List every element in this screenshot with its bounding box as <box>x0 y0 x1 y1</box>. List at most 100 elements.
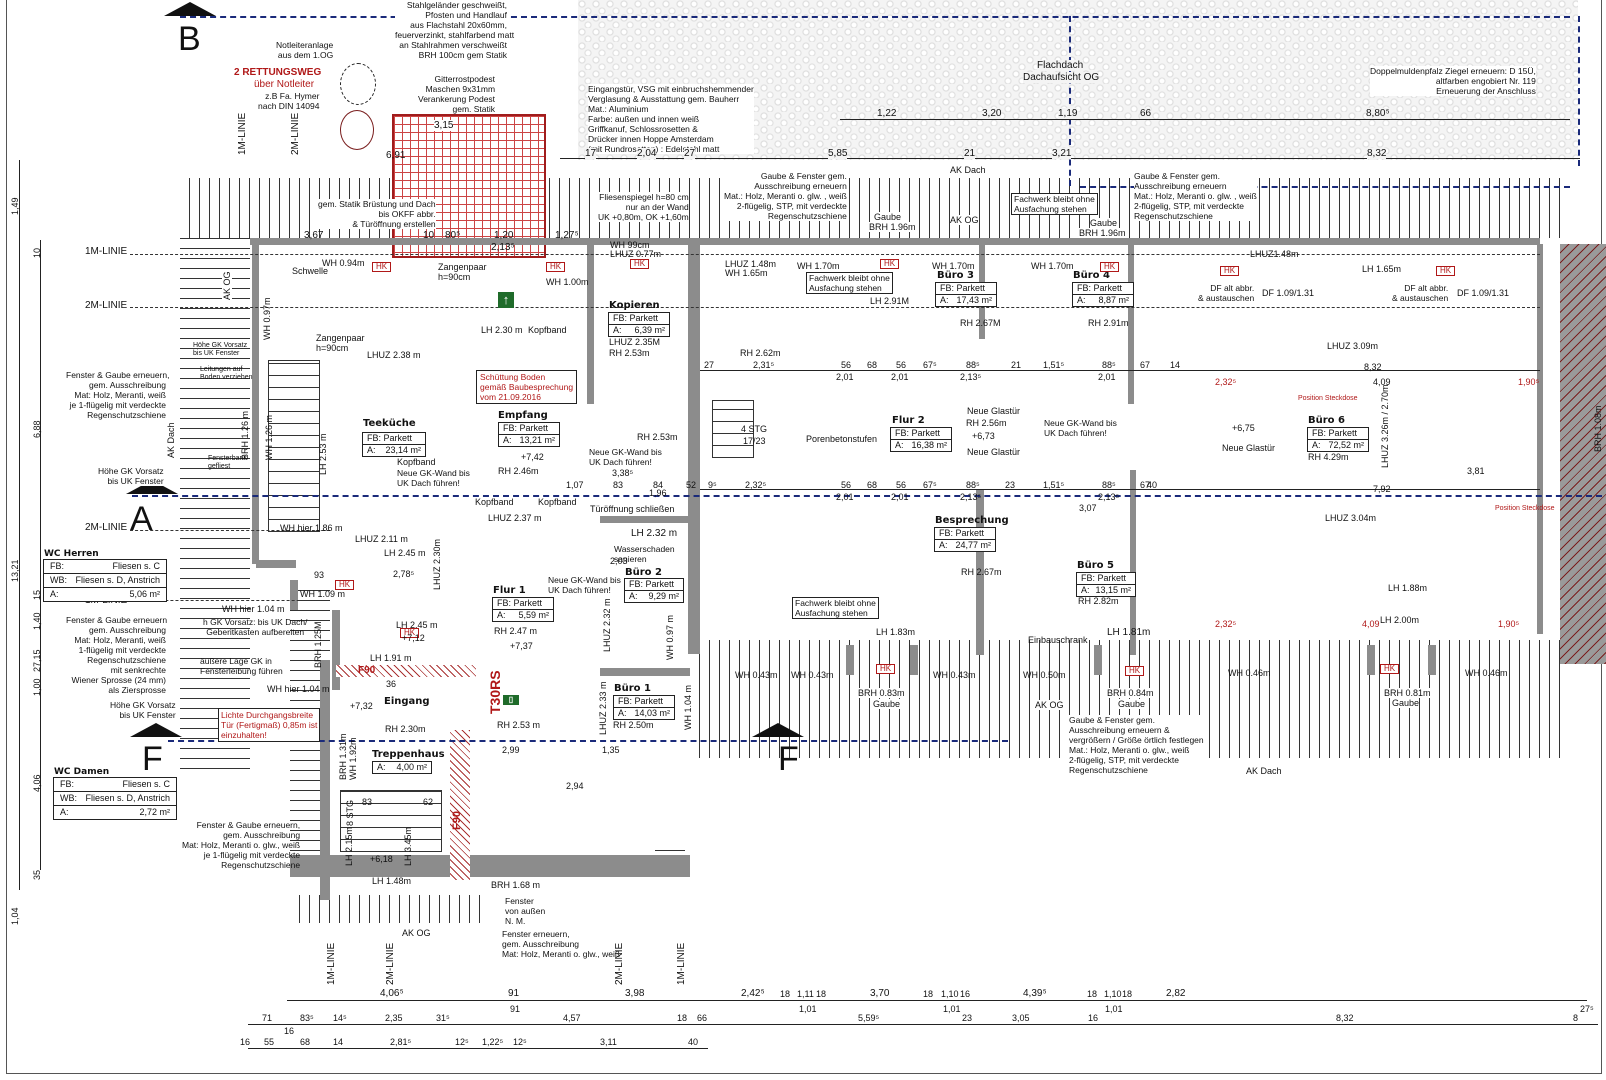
dim-flur-lower-2: 56 <box>841 480 852 490</box>
label-ak-og-bottom: AK OG <box>1035 700 1064 710</box>
dim-top1-3: 66 <box>1140 108 1152 119</box>
note-schuettung: Schüttung Boden gemäß Baubesprechung vom… <box>476 370 578 404</box>
label-wh-192: WH 1.92m <box>348 737 358 780</box>
dim-flur-upper-sub-2: 2,13⁵ <box>960 372 982 382</box>
dim-bottom3-4: 14 <box>333 1037 344 1047</box>
label-rh-246: RH 2.46m <box>498 466 539 476</box>
label-ak-og-left: AK OG <box>222 271 232 300</box>
dim-bottom1-7: 3,70 <box>870 988 890 999</box>
label-lh-230: LH 2.30 m <box>481 325 523 335</box>
dim-bottom2-6: 18 <box>677 1013 688 1023</box>
dim-bottom3-7: 1,22⁵ <box>482 1037 504 1047</box>
room-tag-buero1: FB: Parkett A:14,03 m² <box>613 695 675 720</box>
wall-dormer-4 <box>1367 645 1375 675</box>
label-rh-230: RH 2.30m <box>385 724 426 734</box>
dim-top2-0: 17 <box>585 148 597 159</box>
dim-top-small-805: 80⁵ <box>445 230 461 241</box>
note-fachwerk-buero3: Fachwerk bleibt ohne Ausfachung stehen <box>806 272 893 294</box>
wall-wc-damen <box>332 610 340 690</box>
dim-top2-5: 3,21 <box>1052 148 1072 159</box>
dim-bottom3-9: 3,11 <box>600 1037 617 1047</box>
label-gaube-top-2: Gaube <box>1090 218 1118 228</box>
wall-dormer-1 <box>846 645 854 675</box>
dim-bottom3-0: 16 <box>240 1037 251 1047</box>
wall-west <box>252 244 259 564</box>
label-wh-170-c: WH 1.70m <box>1031 261 1074 271</box>
room-tag-besprechung: FB: Parkett A:24,77 m² <box>934 527 996 552</box>
dim-bottom1-6: 18 <box>816 989 827 999</box>
note-gaube-fenster-1: Gaube & Fenster gem. Ausschreibung erneu… <box>724 171 847 221</box>
dim-buero6-409-lower: 4,09 <box>1362 619 1380 629</box>
dim-bottom2-9: 23 <box>962 1013 973 1023</box>
area-flur2 <box>700 395 1540 460</box>
dim-flur-upper-10: 67 <box>1140 360 1151 370</box>
label-gaube-bottom-2: Gaube <box>1118 699 1146 709</box>
dim-top1-2: 1,19 <box>1058 108 1078 119</box>
wall-stair-west <box>320 660 330 900</box>
roof-rafters-stair <box>290 895 480 923</box>
dim-flur-lower-7: 23 <box>1005 480 1016 490</box>
wall-dormer-5 <box>1428 645 1436 675</box>
dim-empfang-52: 52 <box>686 480 697 490</box>
label-wh-043-c: WH 0.43m <box>933 670 976 680</box>
wall-kopieren-east <box>688 244 700 654</box>
note-wasserschaden: Wasserschaden sanieren <box>614 544 675 564</box>
dim-left-10: 10 <box>32 247 42 258</box>
dim-bottom1-15: 2,82 <box>1166 988 1186 999</box>
dim-flur-lower-sub-3: 2,13⁵ <box>1098 492 1120 502</box>
label-kopfband-4: Kopfband <box>538 497 577 507</box>
label-stg-4: 4 STG <box>741 424 768 434</box>
note-h-gk-vorsatz: h GK Vorsatz: bis UK Dach/ Geberitkasten… <box>203 617 308 637</box>
label-brh-131: BRH 1.31m <box>338 733 348 780</box>
note-gaube-fenster-2: Gaube & Fenster gem. Ausschreibung erneu… <box>1134 171 1257 221</box>
label-neue-glastuer-3: Neue Glastür <box>1222 443 1276 453</box>
axis-vertical <box>1069 16 1071 186</box>
dim-line-left-outer <box>19 160 20 890</box>
section-label-b: B <box>178 20 201 58</box>
label-ak-dach-left: AK Dach <box>166 422 176 458</box>
label-rh-253c: RH 2.53 m <box>497 720 541 730</box>
room-tag-flur1: FB: Parkett A:5,59 m² <box>492 597 554 622</box>
label-wh-099: WH 99cm <box>610 240 650 250</box>
dim-bottom1-sub-3: 1,01 <box>1105 1004 1123 1014</box>
section-axis-a <box>132 495 1602 497</box>
wall-north <box>250 238 1540 245</box>
label-lhuz-326: LHUZ 3.26m / 2.70m <box>1380 384 1390 468</box>
wall-besprechung-5 <box>976 490 984 655</box>
dim-flur-lower-5: 67⁵ <box>923 480 937 490</box>
label-lh-200: LH 2.00m <box>1380 615 1420 625</box>
label-porenbeton: Porenbetonstufen <box>806 434 878 444</box>
label-2m-linie-left-lower: 2M-LINIE <box>85 522 128 533</box>
label-elev-673: +6,73 <box>972 431 995 441</box>
room-name-treppenhaus: Treppenhaus <box>372 749 445 760</box>
room-name-besprechung: Besprechung <box>935 515 1009 526</box>
dim-top-small-120: 1,20 <box>494 230 514 241</box>
label-kopfband-1: Kopfband <box>528 325 567 335</box>
dim-bottom2-7: 66 <box>697 1013 708 1023</box>
dim-bottom2-5: 4,57 <box>563 1013 581 1023</box>
room-tag-buero5: FB: Parkett A:13,15 m² <box>1076 572 1136 597</box>
label-1m-linie-left: 1M-LINIE <box>85 246 128 257</box>
room-tag-flur2: FB: Parkett A:16,38 m² <box>890 427 952 452</box>
dim-stair-429: 2,94 <box>566 781 584 791</box>
note-eingangstuer: Eingangstür, VSG mit einbruchshemmender … <box>588 84 754 154</box>
label-lhuz-233: LHUZ 2.33 m <box>598 681 608 735</box>
label-lhuz-148: LHUZ 1.48m <box>725 259 777 269</box>
dim-flur-lower-sub-4: 3,07 <box>1079 503 1097 513</box>
room-tag-teekueche: FB: Parkett A:23,14 m² <box>362 432 426 457</box>
label-rh-256: RH 2.56m <box>966 418 1007 428</box>
note-neue-gk-wand-1: Neue GK-Wand bis UK Dach führen! <box>589 447 662 467</box>
wall-buero4-6 <box>1128 244 1134 404</box>
dim-line-bottom-1 <box>287 1000 1587 1001</box>
dim-empfang-196: 1,96 <box>649 488 667 498</box>
dim-left-100: 1,00 <box>32 678 42 696</box>
dim-bottom1-12: 18 <box>1087 989 1098 999</box>
dim-flur-lower-3: 68 <box>867 480 878 490</box>
dashed-line-1m-lower <box>130 600 330 601</box>
label-2m-linie-bottom-1: 2M-LINIE <box>385 942 396 985</box>
label-flachdach: Flachdach <box>1037 60 1084 71</box>
gitterrost-podest <box>392 114 546 258</box>
room-tag-empfang: FB: Parkett A:13,21 m² <box>498 422 560 447</box>
label-wh-043-b: WH 0.43m <box>791 670 834 680</box>
label-wh-046-a: WH 0.46m <box>1228 668 1271 678</box>
